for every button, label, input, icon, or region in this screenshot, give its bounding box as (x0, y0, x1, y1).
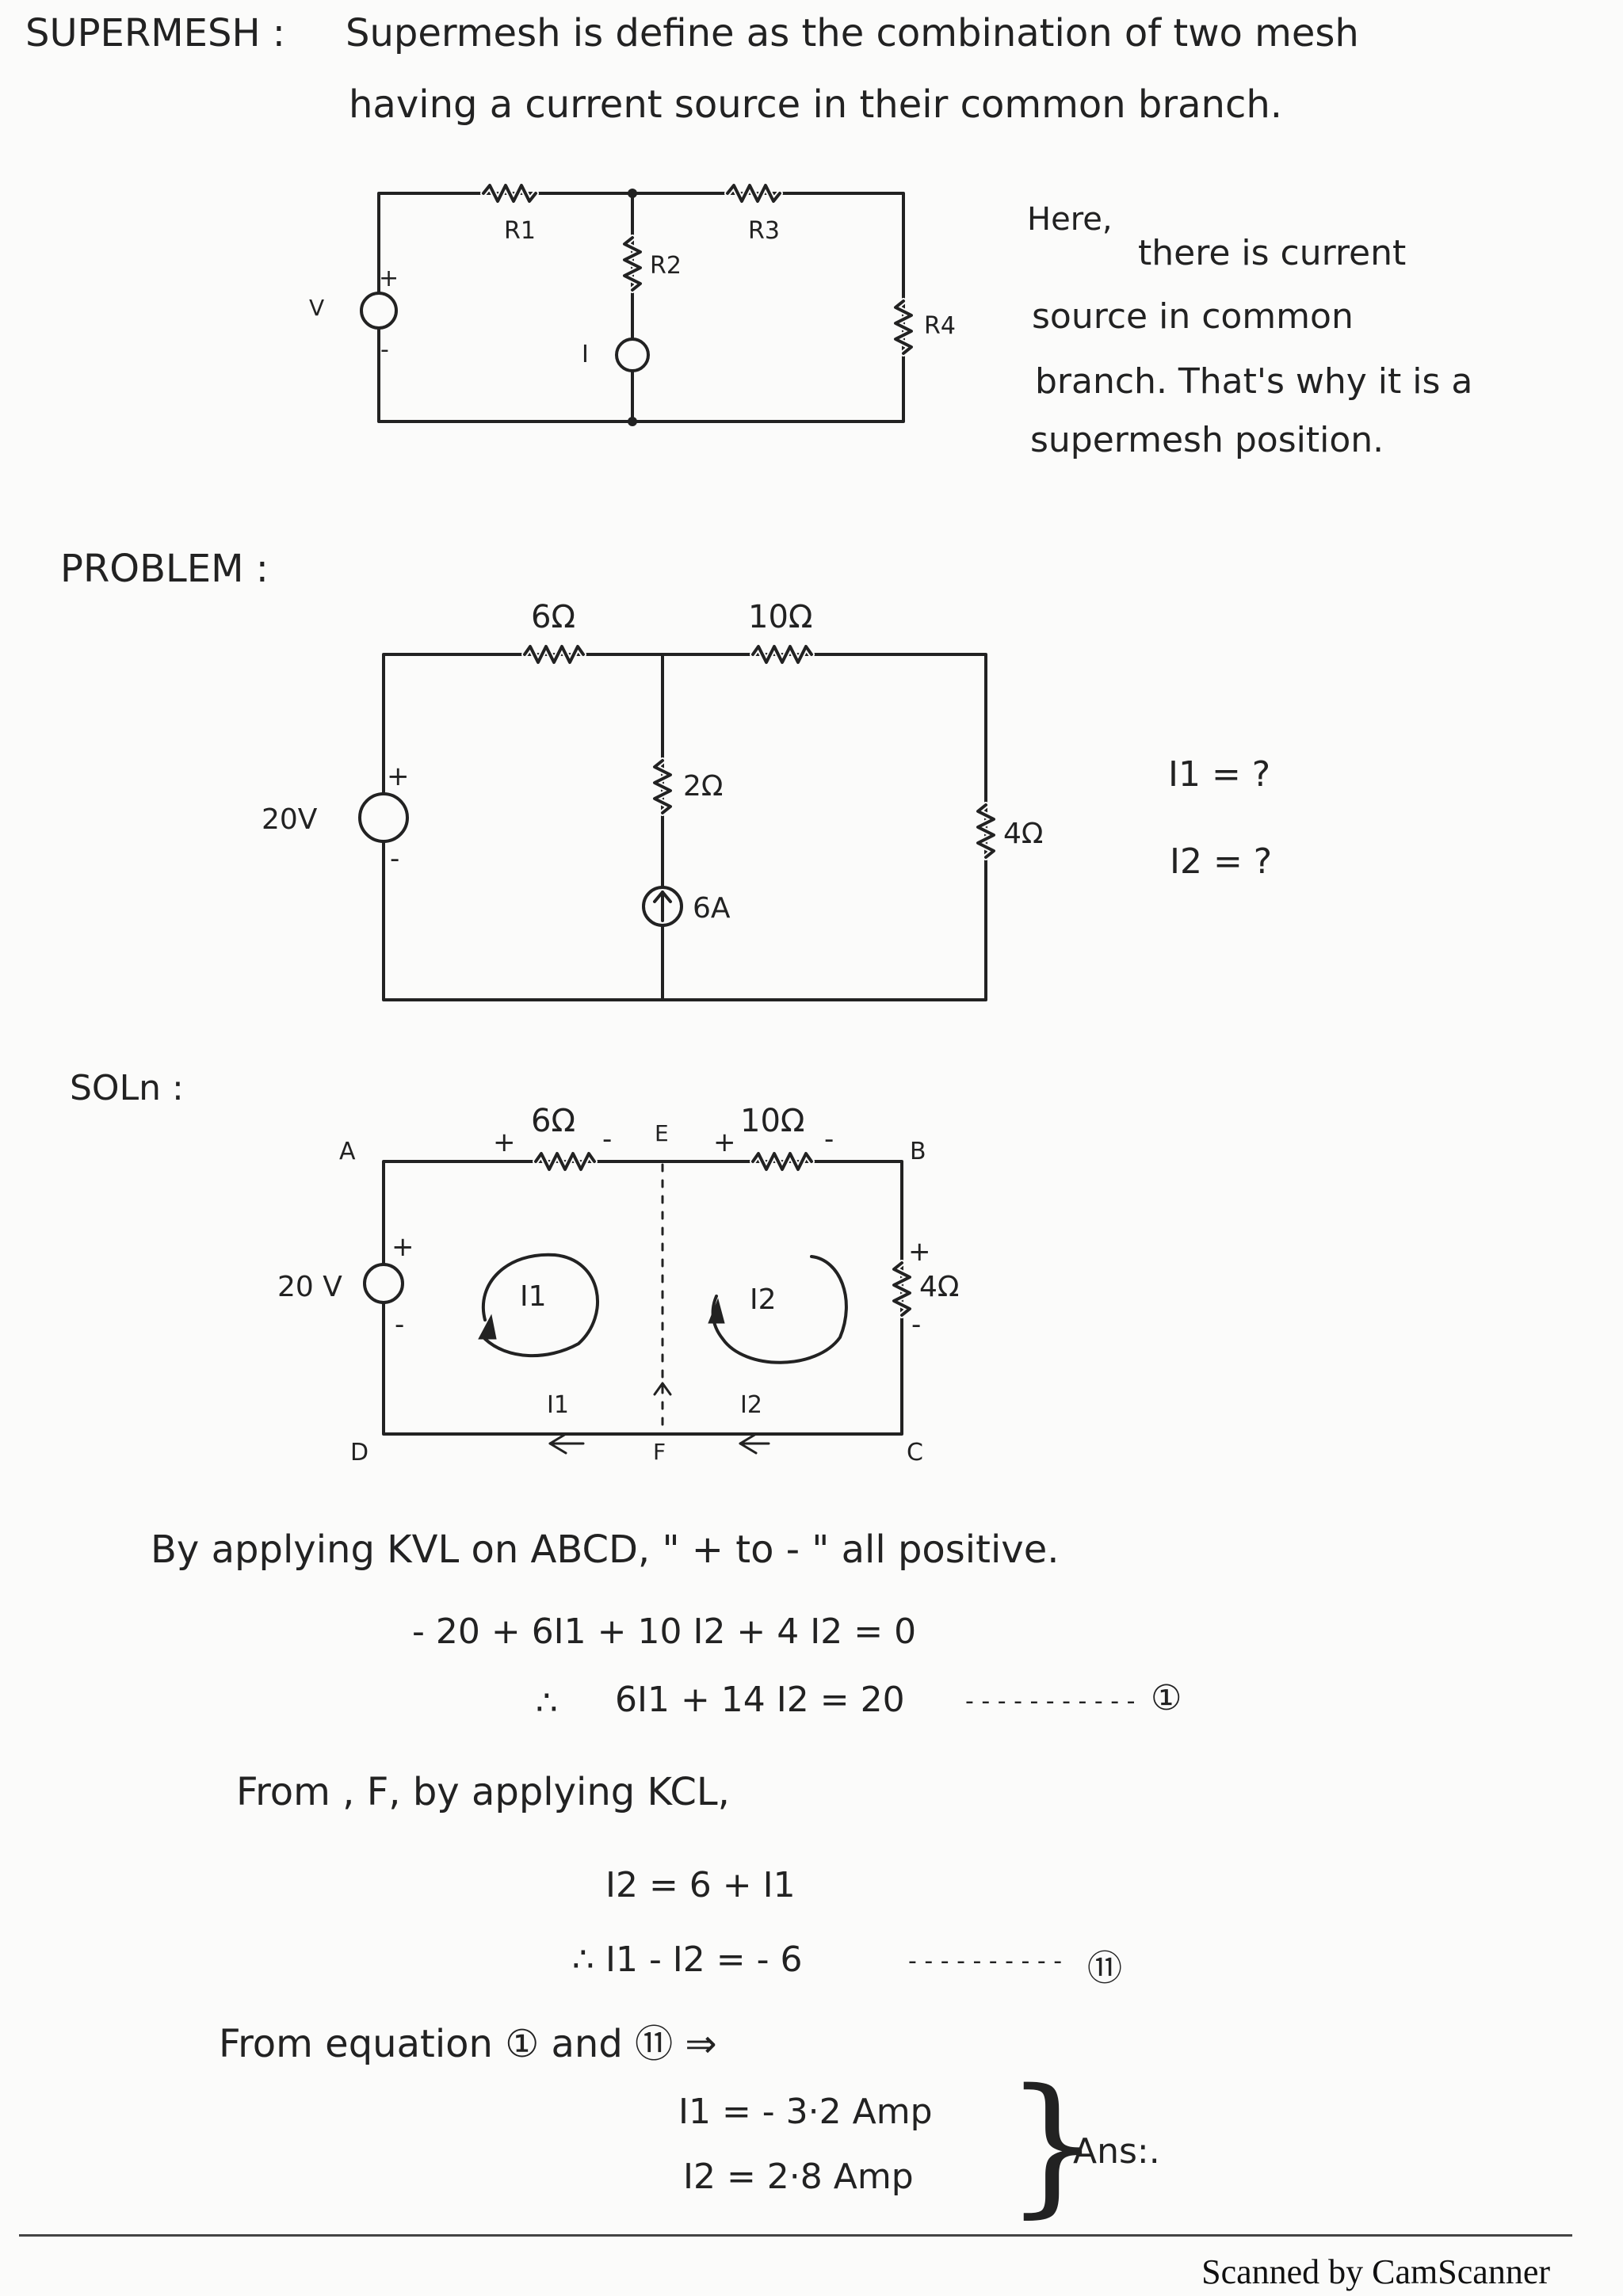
answer-label: Ans:. (1073, 2131, 1160, 2172)
solution-6ohm-label: 6Ω (531, 1103, 576, 1139)
solution-10ohm-minus: - (824, 1123, 834, 1155)
source-plus-sign: + (379, 265, 399, 292)
equation-2-tag: ⑪ (1087, 1948, 1122, 1989)
unknown-i2: I2 = ? (1170, 841, 1273, 882)
solution-6ohm-plus: + (493, 1127, 516, 1158)
node-b-label: B (910, 1138, 926, 1165)
equation-2: ∴ I1 - I2 = - 6 (572, 1939, 803, 1980)
problem-minus-sign: - (390, 843, 400, 875)
kcl-equation: I2 = 6 + I1 (605, 1865, 796, 1905)
equation-1: 6I1 + 14 I2 = 20 (615, 1680, 905, 1720)
definition-line-1: Supermesh is define as the combination o… (346, 11, 1359, 55)
answer-i2: I2 = 2·8 Amp (683, 2157, 914, 2197)
page-bottom-rule (19, 2234, 1572, 2237)
kcl-intro: From , F, by applying KCL, (236, 1770, 730, 1814)
voltage-source-label: V (309, 295, 325, 321)
current-source-label: I (582, 341, 589, 368)
solution-4ohm-plus: + (908, 1236, 931, 1268)
camscanner-watermark: Scanned by CamScanner (1201, 2252, 1550, 2291)
solution-4ohm-minus: - (911, 1309, 922, 1341)
equation-1-leader: - - - - - - - - - - - (965, 1688, 1136, 1715)
kvl-intro: By applying KVL on ABCD, " + to - " all … (151, 1527, 1060, 1572)
source-minus-sign: - (380, 336, 389, 364)
solution-source-minus: - (395, 1309, 405, 1341)
node-e-label: E (655, 1120, 669, 1146)
solution-heading: SOLn : (70, 1068, 184, 1108)
resistor-r1-label: R1 (504, 217, 536, 245)
solution-10ohm-plus: + (713, 1127, 736, 1158)
note-line-5: supermesh position. (1030, 420, 1384, 460)
problem-2ohm-label: 2Ω (683, 770, 724, 803)
equation-1-tag: ① (1151, 1678, 1182, 1718)
node-a-label: A (339, 1138, 356, 1165)
resistor-r2-label: R2 (650, 252, 682, 280)
solution-6ohm-minus: - (602, 1123, 613, 1155)
note-line-1: Here, (1027, 201, 1113, 238)
problem-6a-label: 6A (693, 892, 731, 925)
problem-heading: PROBLEM : (60, 547, 269, 591)
therefore-sign: ∴ (536, 1683, 558, 1723)
solution-10ohm-label: 10Ω (740, 1103, 805, 1139)
kvl-equation: - 20 + 6I1 + 10 I2 + 4 I2 = 0 (412, 1611, 917, 1652)
problem-10ohm-label: 10Ω (748, 599, 813, 635)
mesh-current-i2: I2 (750, 1283, 777, 1316)
problem-plus-sign: + (387, 761, 410, 792)
supermesh-heading: SUPERMESH : (25, 11, 285, 55)
problem-4ohm-label: 4Ω (1003, 818, 1044, 850)
answer-i1: I1 = - 3·2 Amp (678, 2092, 933, 2132)
note-line-4: branch. That's why it is a (1035, 361, 1473, 402)
problem-6ohm-label: 6Ω (531, 599, 576, 635)
answer-brace: } (1005, 2057, 1101, 2232)
solution-source-plus: + (391, 1231, 414, 1263)
resistor-r4-label: R4 (924, 312, 956, 340)
node-f-label: F (653, 1439, 666, 1465)
node-d-label: D (350, 1439, 369, 1466)
definition-line-2: having a current source in their common … (349, 82, 1283, 127)
branch-current-i2: I2 (740, 1391, 762, 1419)
unknown-i1: I1 = ? (1168, 754, 1271, 795)
note-line-3: source in common (1032, 296, 1354, 337)
resistor-r3-label: R3 (748, 217, 780, 245)
note-line-2: there is current (1138, 233, 1407, 273)
problem-20v-label: 20V (262, 803, 318, 836)
from-equations: From equation ① and ⑪ ⇒ (219, 2022, 717, 2066)
node-c-label: C (907, 1439, 923, 1466)
mesh-current-i1: I1 (520, 1280, 547, 1313)
equation-2-leader: - - - - - - - - - - (908, 1947, 1063, 1975)
solution-4ohm-label: 4Ω (919, 1271, 960, 1303)
branch-current-i1: I1 (547, 1391, 569, 1419)
solution-20v-label: 20 V (277, 1271, 342, 1303)
